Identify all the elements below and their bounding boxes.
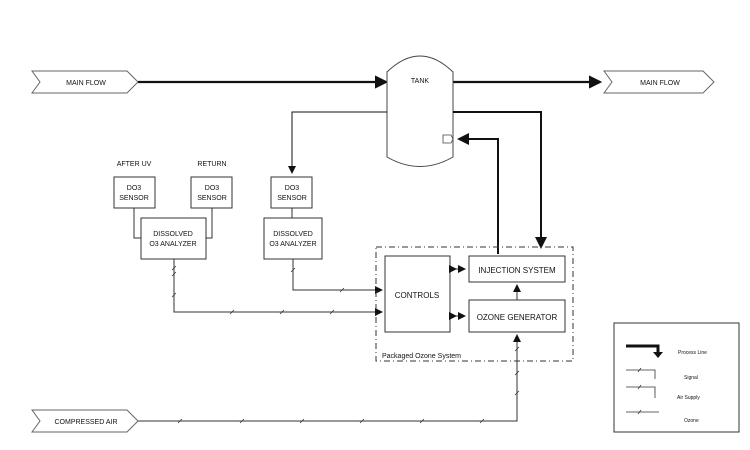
- legend-ozone: Ozone: [684, 418, 699, 424]
- sensor1-line2: SENSOR: [119, 195, 149, 202]
- sensor2-line2: SENSOR: [197, 195, 227, 202]
- analyzer1-line2: O3 ANALYZER: [149, 241, 196, 248]
- process-line-to-injection: [453, 111, 547, 249]
- sensor1-line1: DO3: [127, 185, 142, 192]
- sensor3-line2: SENSOR: [277, 195, 307, 202]
- process-line-return: [457, 133, 499, 254]
- controls-box: CONTROLS: [384, 255, 451, 333]
- legend-signal: Signal: [684, 375, 698, 381]
- link-sensor2-analyzer1: [206, 208, 213, 239]
- main-flow-output-label: MAIN FLOW: [640, 80, 680, 87]
- legend-box: [613, 322, 740, 433]
- injection-nozzle: [442, 134, 454, 144]
- legend-process-line: Process Line: [678, 350, 707, 356]
- sample-line-sensor3: [288, 111, 387, 174]
- sensor-box-1: DO3 SENSOR: [113, 176, 156, 209]
- legend-process-line-sample: [626, 344, 660, 353]
- legend-signal-sample: [626, 369, 656, 379]
- controls-label: CONTROLS: [395, 291, 439, 300]
- signal-analyzer1-controls: [173, 259, 383, 316]
- injection-system-label: INJECTION SYSTEM: [478, 266, 556, 275]
- ozone-generator-label: OZONE GENERATOR: [477, 313, 558, 322]
- link-sensor1-analyzer1: [133, 208, 141, 239]
- analyzer-box-1: DISSOLVED O3 ANALYZER: [140, 217, 207, 260]
- air-supply-line: [138, 334, 521, 422]
- compressed-air-input: COMPRESSED AIR: [31, 409, 139, 433]
- main-flow-output: MAIN FLOW: [603, 70, 715, 94]
- sensor-box-2: DO3 SENSOR: [190, 176, 233, 209]
- package-boundary: [375, 246, 574, 362]
- main-flow-input-label: MAIN FLOW: [66, 80, 106, 87]
- legend-air-supply: Air Supply: [677, 395, 700, 401]
- sensor3-line1: DO3: [285, 185, 300, 192]
- injection-system-box: INJECTION SYSTEM: [468, 255, 566, 283]
- signal-analyzer2-controls: [292, 259, 383, 294]
- package-label: Packaged Ozone System: [382, 353, 461, 360]
- tank: TANK: [386, 55, 454, 167]
- analyzer2-line2: O3 ANALYZER: [269, 241, 316, 248]
- compressed-air-label: COMPRESSED AIR: [54, 419, 117, 426]
- tank-label: TANK: [411, 78, 429, 85]
- ozone-generator-box: OZONE GENERATOR: [468, 299, 566, 333]
- sensor1-caption: AFTER UV: [117, 161, 152, 168]
- legend-air-supply-sample: [626, 386, 656, 398]
- sensor2-caption: RETURN: [197, 161, 226, 168]
- analyzer2-line1: DISSOLVED: [273, 231, 313, 238]
- analyzer-box-2: DISSOLVED O3 ANALYZER: [263, 217, 323, 260]
- sensor-box-3: DO3 SENSOR: [270, 176, 313, 209]
- legend: Process Line Signal Air Supply Ozone: [613, 322, 740, 433]
- main-flow-input: MAIN FLOW: [31, 70, 139, 94]
- sensor2-line1: DO3: [205, 185, 220, 192]
- signal-ticks: [171, 265, 520, 424]
- analyzer1-line1: DISSOLVED: [153, 231, 193, 238]
